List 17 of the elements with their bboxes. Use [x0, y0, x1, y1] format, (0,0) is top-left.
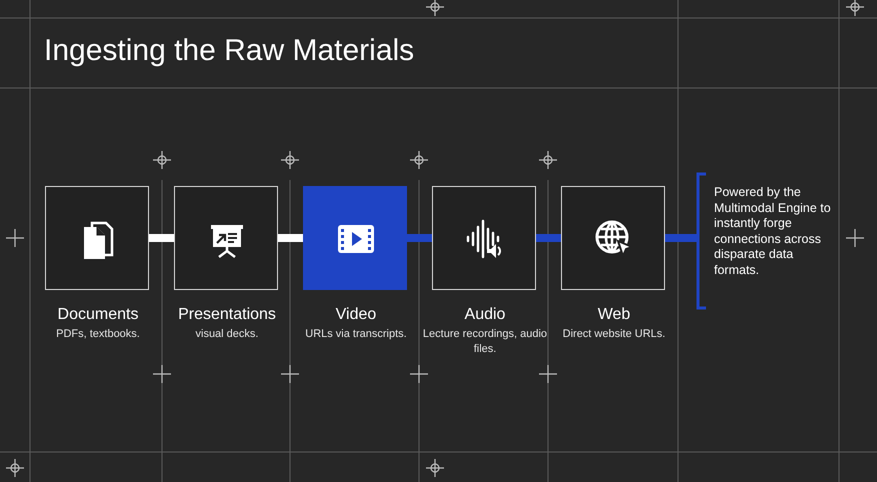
connector-bar — [665, 234, 697, 242]
connector-bar — [536, 234, 561, 242]
tile-heading: Presentations — [177, 306, 277, 324]
tile-description: visual decks. — [194, 327, 260, 342]
tile-heading: Video — [334, 306, 378, 324]
tile-description: URLs via transcripts. — [304, 327, 408, 342]
slide-title: Ingesting the Raw Materials — [44, 34, 414, 68]
connector-bar — [278, 234, 303, 242]
tile-description: Lecture recordings, audio files. — [422, 327, 548, 357]
tile-description: PDFs, textbooks. — [55, 327, 141, 342]
tile-heading: Web — [596, 306, 632, 324]
description-text: Powered by the Multimodal Engine to instantly forge connections across disparate data formats. — [714, 185, 839, 279]
connector-bar — [407, 234, 432, 242]
tile-description: Direct website URLs. — [562, 327, 666, 342]
tile-heading: Documents — [56, 306, 140, 324]
tile-heading: Audio — [464, 306, 506, 324]
connector-bar — [149, 234, 174, 242]
